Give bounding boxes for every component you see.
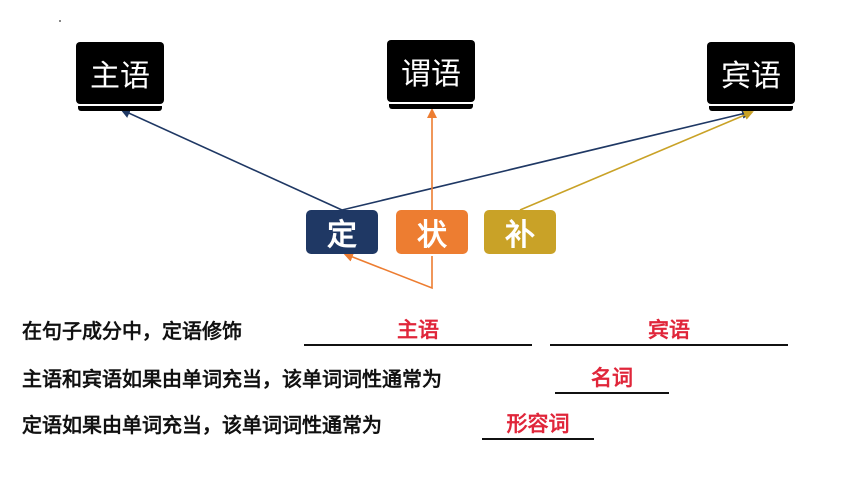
answer-blank-2: 名词	[555, 362, 669, 394]
subject-box: 主语	[76, 42, 164, 111]
sentence-3: 定语如果由单词充当，该单词词性通常为	[22, 410, 382, 440]
answer-blank-1b: 宾语	[550, 314, 788, 346]
arrow-attributive-to-object	[341, 109, 752, 211]
complement-label: 补	[505, 218, 535, 253]
predicate-box: 谓语	[387, 40, 475, 109]
answer-2: 名词	[591, 366, 633, 390]
sentence-3-text: 定语如果由单词充当，该单词词性通常为	[22, 413, 382, 437]
object-label: 宾语	[721, 59, 781, 94]
sentence-1: 在句子成分中，定语修饰	[22, 316, 242, 346]
sentence-1-text: 在句子成分中，定语修饰	[22, 319, 242, 343]
answer-blank-1a: 主语	[304, 314, 532, 346]
arrow-adverbial-to-attributive	[343, 252, 433, 290]
attributive-label: 定	[327, 218, 357, 253]
answer-1b: 宾语	[648, 318, 690, 342]
adverbial-label: 状	[417, 218, 447, 253]
answer-3: 形容词	[506, 412, 570, 436]
subject-label: 主语	[90, 59, 150, 94]
sentence-2: 主语和宾语如果由单词充当，该单词词性通常为	[22, 364, 442, 394]
arrow-complement-to-object	[519, 110, 754, 211]
sentence-2-text: 主语和宾语如果由单词充当，该单词词性通常为	[22, 367, 442, 391]
answer-1a: 主语	[397, 318, 439, 342]
predicate-label: 谓语	[401, 57, 461, 92]
object-box: 宾语	[707, 42, 795, 111]
stray-dot	[59, 20, 61, 22]
adverbial-box: 状	[396, 210, 468, 254]
answer-blank-3: 形容词	[482, 408, 594, 440]
attributive-box: 定	[306, 210, 378, 254]
complement-box: 补	[484, 210, 556, 254]
arrow-attributive-to-subject	[120, 108, 343, 211]
